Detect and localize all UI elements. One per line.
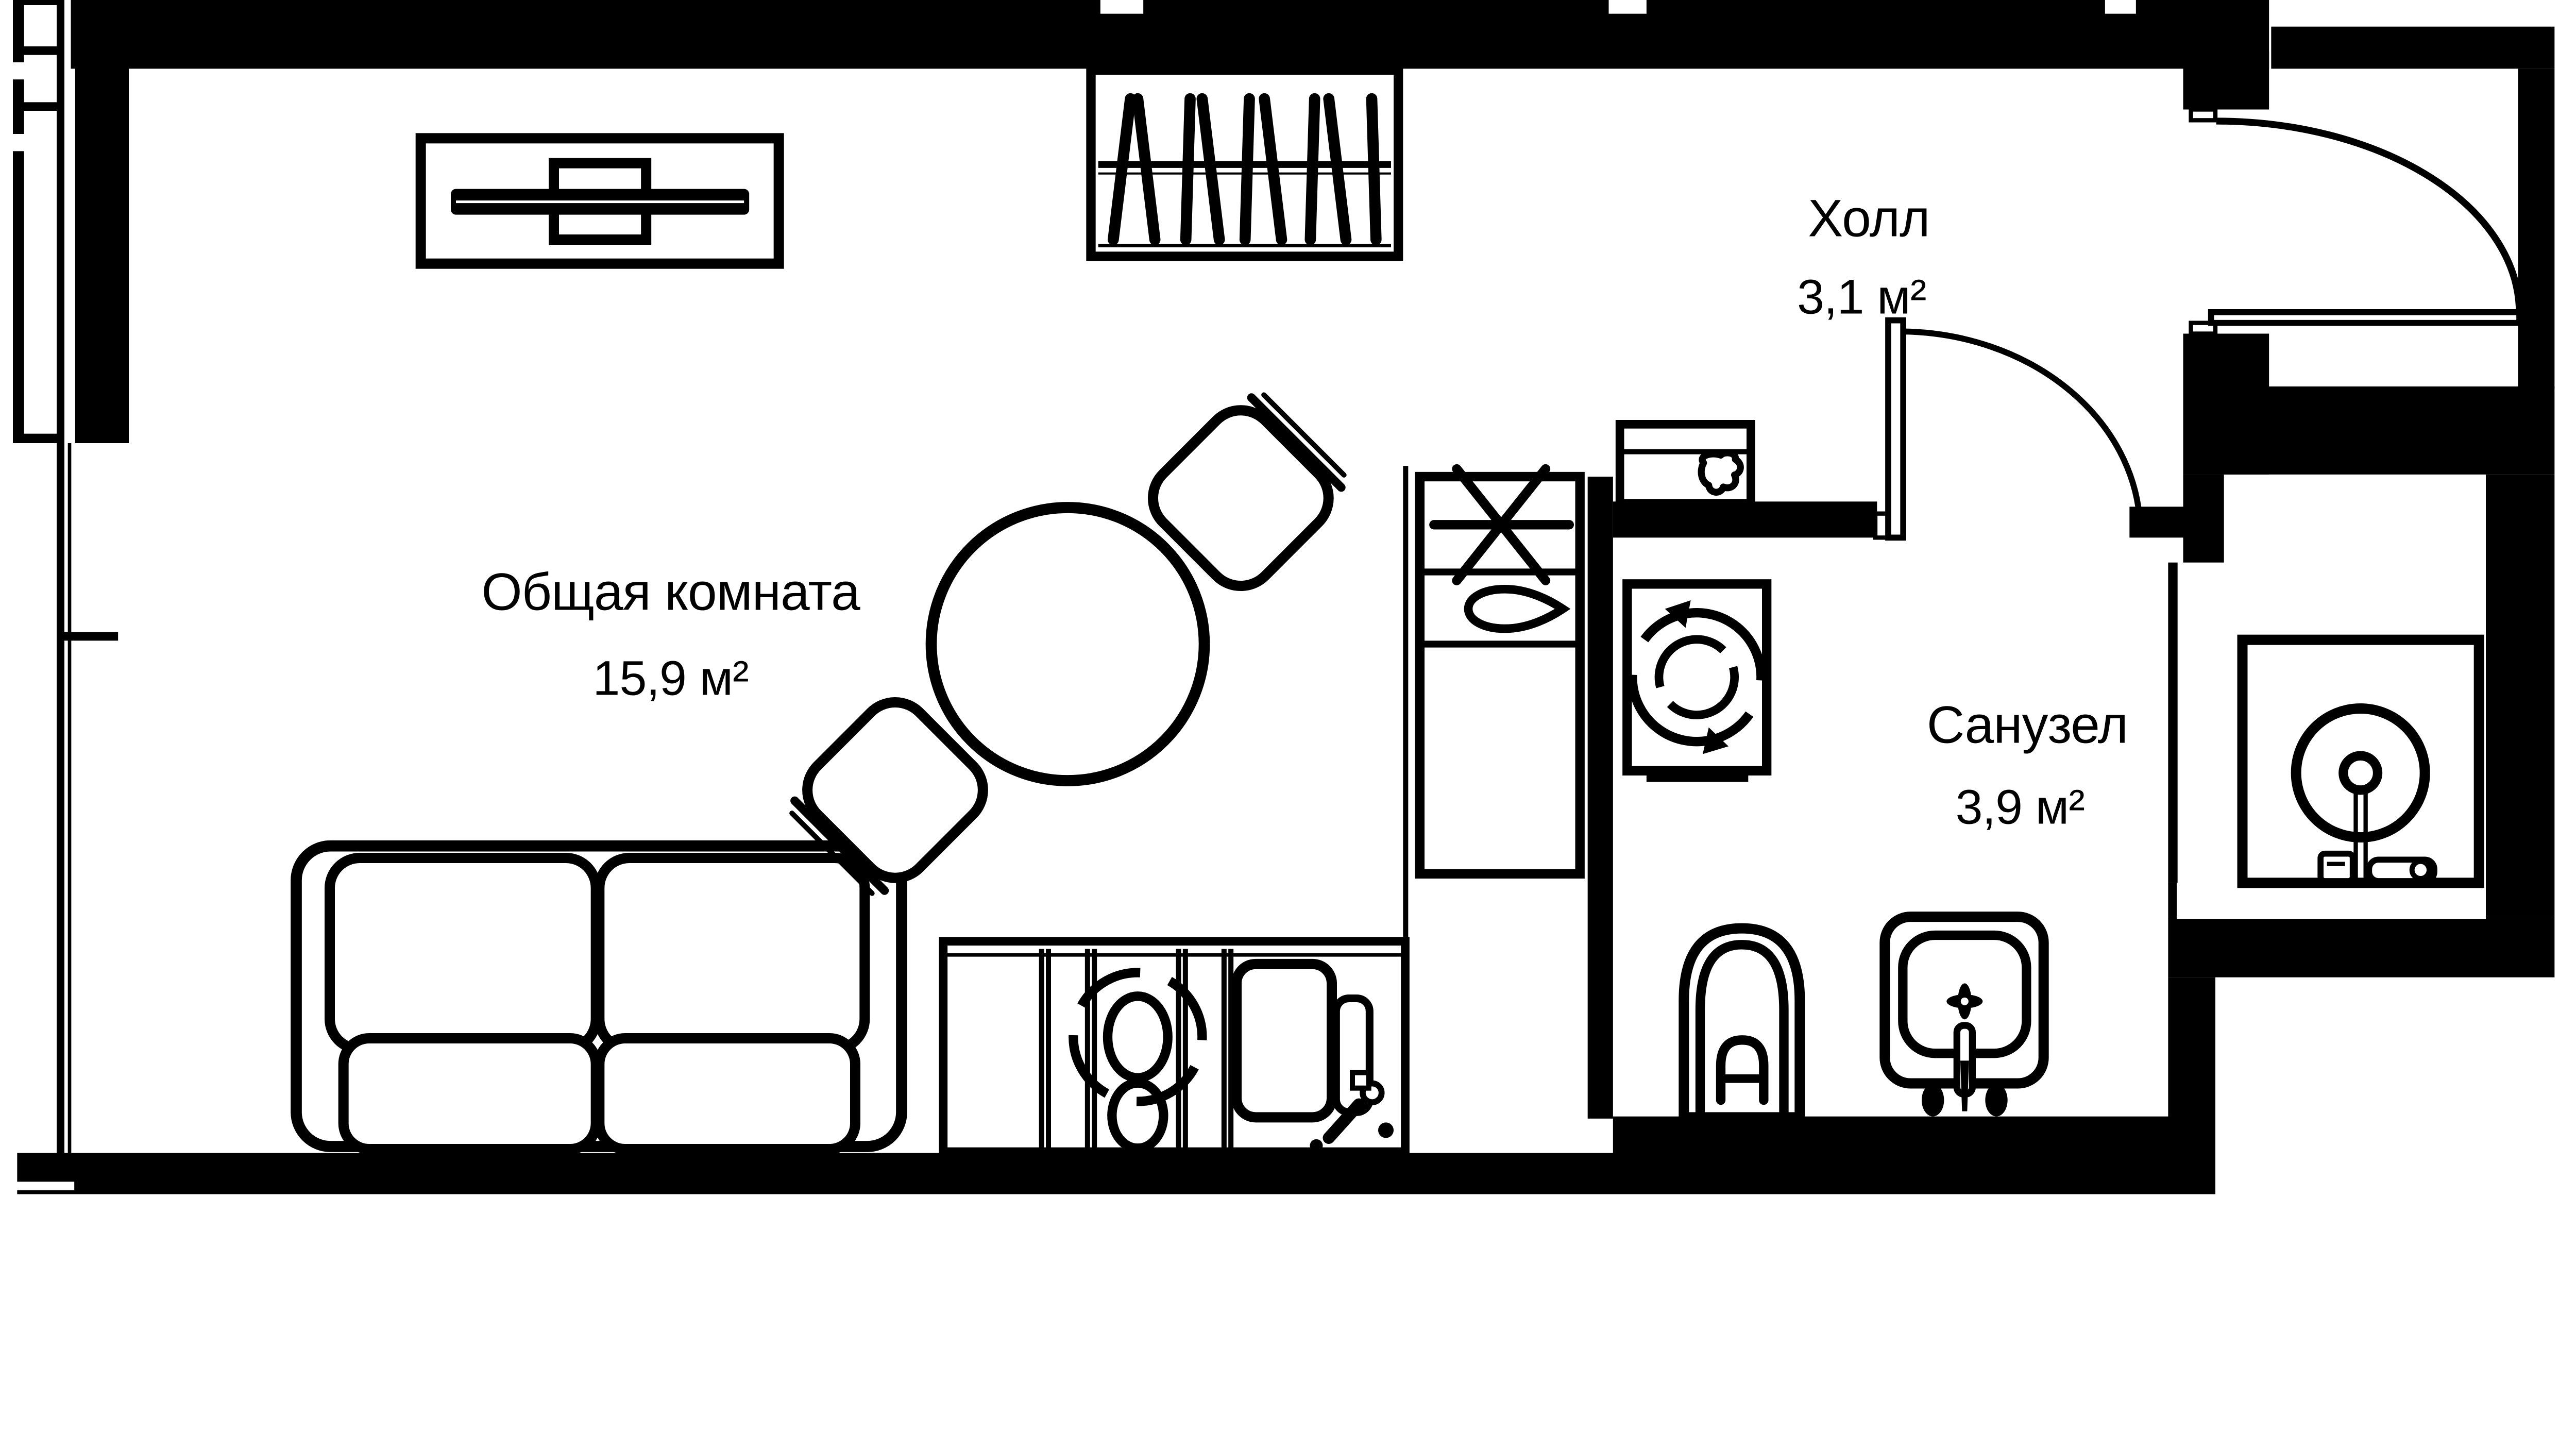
round-table-icon	[925, 502, 1210, 786]
wall-right-upper	[2518, 69, 2555, 389]
counter-dividers	[1039, 949, 1234, 1152]
toilet-bowl	[1679, 923, 1805, 1123]
sofa-seat	[325, 853, 601, 1054]
floor-plan: Общая комната 15,9 м² Холл 3,1 м² Санузе…	[10, 0, 2555, 1194]
wall-bottom-right-mass	[2168, 919, 2555, 977]
wall-left-corner	[75, 0, 129, 443]
wall-notch	[1100, 0, 1144, 14]
freezer-asterisk-icon	[1429, 464, 1574, 585]
chair-back	[790, 796, 889, 895]
kitchen-sink-icon	[1231, 958, 1394, 1152]
wall-bottom-right-strip	[2168, 977, 2215, 1194]
chair-back-line	[789, 811, 875, 896]
chair-icon	[1147, 392, 1347, 592]
wall-notch	[1608, 0, 1647, 14]
room-label-bathroom: Санузел 3,9 м²	[1927, 696, 2128, 835]
wall-shelf-icon	[1615, 420, 1755, 508]
toilet-rim	[1695, 940, 1789, 1118]
shower-handle-knob	[2409, 858, 2432, 882]
balcony-frame	[13, 151, 24, 443]
wall-top	[71, 0, 2269, 69]
hangers	[1108, 93, 1382, 245]
door-leaf	[2208, 309, 2522, 326]
bathroom-name: Санузел	[1927, 696, 2128, 754]
door-swing-icon	[2216, 117, 2523, 313]
wall-notch	[10, 1182, 75, 1190]
wall-band-entry	[2183, 386, 2555, 475]
fridge-body	[1415, 471, 1585, 879]
hall-name: Холл	[1808, 189, 1929, 247]
tv-unit-icon	[415, 133, 784, 269]
sink-basin	[1231, 958, 1337, 1123]
balcony-divider	[13, 46, 64, 55]
wall-bath-bottom	[1613, 1116, 2177, 1153]
shower-sill-edge	[2168, 883, 2177, 919]
balcony-divider	[13, 433, 64, 443]
room-label-hall: Холл 3,1 м²	[1797, 189, 1930, 324]
faucet-base	[1350, 1070, 1371, 1091]
sofa-seat	[594, 853, 870, 1054]
counter-back-line	[1403, 466, 1409, 941]
wall-kitchen-bath	[1587, 477, 1613, 1119]
wall-bath-right-thin	[2168, 562, 2178, 883]
sofa-icon	[291, 840, 907, 1154]
balcony-divider	[13, 102, 64, 111]
room-label-living: Общая комната 15,9 м²	[481, 562, 860, 705]
sofa-front-cushion	[594, 1033, 860, 1154]
balcony-frame	[13, 0, 64, 5]
fridge-freezer-icon	[1415, 464, 1585, 879]
toilet-drain	[1716, 1035, 1769, 1105]
chair-icon	[789, 697, 988, 896]
walls	[10, 0, 2555, 1194]
door-swing-icon	[1903, 328, 2143, 533]
wall-bottom	[17, 1153, 2215, 1194]
wardrobe-hangers-icon	[1086, 65, 1403, 261]
chair-back	[1247, 393, 1346, 492]
shower-head-center	[2338, 751, 2383, 795]
wall-top-right	[2271, 26, 2555, 69]
faucet-knob	[1378, 1122, 1394, 1138]
shower-mixer	[2317, 850, 2356, 884]
sofa-front-cushion	[338, 1033, 601, 1154]
faucet-spout	[1323, 1098, 1365, 1144]
basin-faucet	[1922, 983, 2008, 1117]
bathroom-area: 3,9 м²	[1956, 780, 2084, 834]
washbasin-icon	[1879, 912, 2049, 1117]
bathroom-door	[1873, 317, 2143, 541]
washer-drum-inner	[1654, 635, 1739, 719]
dining-set	[789, 392, 1347, 896]
living-room-name: Общая комната	[481, 562, 860, 621]
living-room-area: 15,9 м²	[592, 651, 748, 705]
washer-drum	[1628, 608, 1766, 747]
hall-area: 3,1 м²	[1797, 269, 1926, 324]
shower-head	[2291, 703, 2430, 842]
chair-seat	[802, 697, 988, 883]
washer-arrow	[1703, 727, 1728, 754]
door-jamb	[2189, 107, 2218, 123]
cooler-drop-icon	[1464, 584, 1571, 633]
wall-tongue	[2183, 474, 2224, 563]
wall-notch	[2105, 0, 2136, 14]
faucet-knob	[1310, 1139, 1323, 1152]
washer-arrow	[1665, 600, 1691, 628]
wall-right-lower	[2486, 474, 2555, 919]
kitchen-counter-icon	[939, 937, 1410, 1156]
chair-back-line	[1261, 392, 1347, 478]
washing-machine-icon	[1622, 579, 1772, 782]
door-leaf	[1885, 317, 1906, 541]
floor-plan-canvas: Общая комната 15,9 м² Холл 3,1 м² Санузе…	[10, 0, 2555, 1194]
window-glazing-line	[57, 0, 64, 1153]
window-sill-pier	[60, 632, 118, 641]
shelf-item	[1698, 449, 1744, 496]
entry-door	[2189, 107, 2523, 336]
shower-icon	[2237, 634, 2484, 888]
chair-seat	[1147, 405, 1334, 592]
window-inner-line	[67, 443, 72, 1153]
entry-pier-top	[2183, 52, 2269, 110]
toilet-icon	[1679, 923, 1805, 1123]
